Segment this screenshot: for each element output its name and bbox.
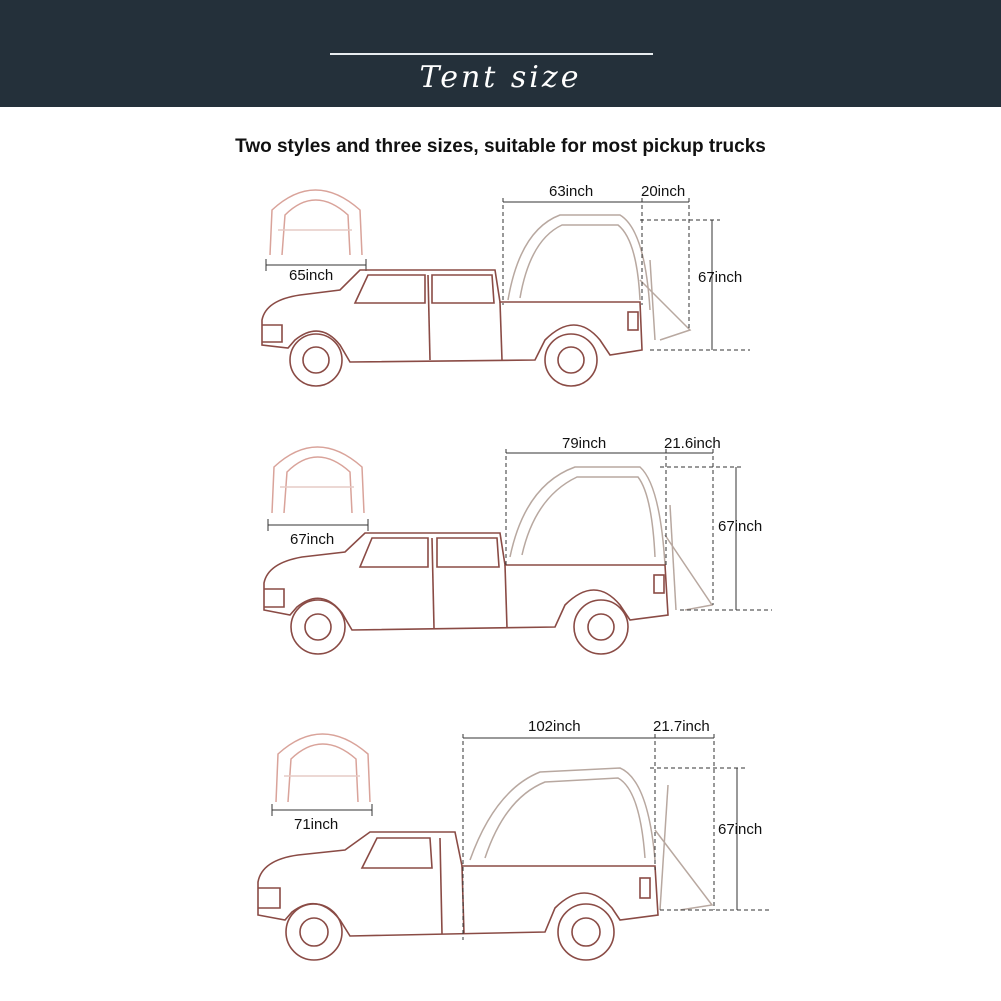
height-dimension bbox=[640, 219, 750, 351]
pickup-truck-outline bbox=[257, 831, 659, 961]
header-banner: Tent size bbox=[0, 0, 1001, 107]
tent-on-truck-outline bbox=[469, 767, 714, 911]
page-subtitle: Two styles and three sizes, suitable for… bbox=[235, 136, 766, 157]
pickup-truck-outline bbox=[261, 269, 643, 387]
tent-width-label: 65inch bbox=[289, 267, 334, 284]
height-dimension bbox=[660, 466, 772, 611]
tent-on-truck-outline bbox=[507, 214, 692, 341]
truck-tent-diagram-3 bbox=[257, 733, 770, 961]
bed-length-label: 102inch bbox=[528, 718, 581, 735]
extension-dimension bbox=[655, 734, 715, 910]
size-panel-3: 71inch 102inch 21.7inch 67inch bbox=[0, 710, 1001, 970]
header-divider bbox=[330, 53, 653, 55]
truck-tent-diagram-1 bbox=[261, 189, 750, 387]
tent-width-dimension bbox=[271, 804, 373, 816]
height-label: 67inch bbox=[718, 518, 763, 535]
bed-length-dimension bbox=[462, 734, 656, 940]
size-panel-2: 67inch 79inch 21.6inch 67inch bbox=[0, 425, 1001, 670]
truck-tent-diagram-2 bbox=[263, 446, 772, 655]
extension-label: 21.7inch bbox=[653, 718, 710, 735]
extension-dimension bbox=[642, 198, 690, 330]
extension-dimension bbox=[666, 449, 714, 605]
bed-length-label: 63inch bbox=[549, 183, 594, 200]
tent-width-dimension bbox=[267, 519, 369, 531]
tent-front-view-icon bbox=[269, 189, 363, 256]
tent-width-label: 67inch bbox=[290, 531, 335, 548]
tent-on-truck-outline bbox=[509, 466, 714, 611]
tent-width-dimension bbox=[265, 259, 367, 271]
pickup-truck-outline bbox=[263, 532, 669, 655]
height-label: 67inch bbox=[718, 821, 763, 838]
height-dimension bbox=[650, 767, 770, 911]
bed-length-label: 79inch bbox=[562, 435, 607, 452]
bed-length-dimension bbox=[502, 198, 643, 305]
height-label: 67inch bbox=[698, 269, 743, 286]
tent-width-label: 71inch bbox=[294, 816, 339, 833]
size-panel-1: 65inch 63inch 20inch 67inch bbox=[0, 170, 1001, 410]
page-title: Tent size bbox=[419, 60, 582, 95]
extension-label: 21.6inch bbox=[664, 435, 721, 452]
tent-front-view-icon bbox=[271, 446, 365, 514]
tent-front-view-icon bbox=[275, 733, 371, 803]
extension-label: 20inch bbox=[641, 183, 686, 200]
bed-length-dimension bbox=[505, 449, 667, 565]
